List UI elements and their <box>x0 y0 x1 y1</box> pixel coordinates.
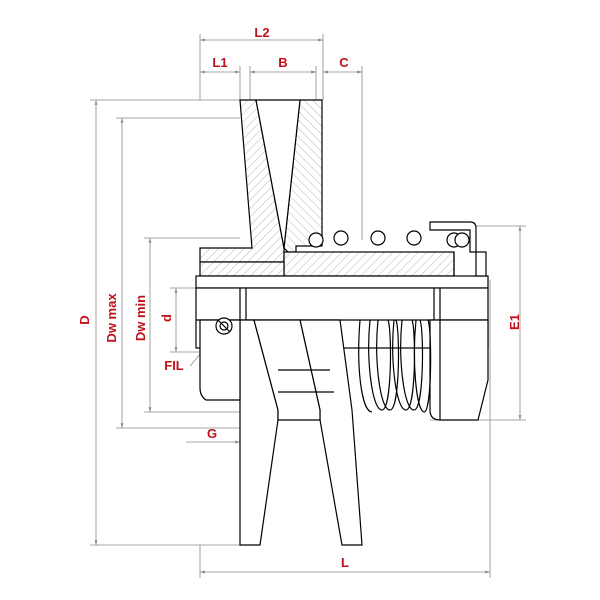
dimension-labels: L2 L1 B C D Dw max Dw min d FIL G E1 L <box>77 25 522 570</box>
pulley-body <box>195 99 489 546</box>
movable-flange-lower <box>299 319 363 546</box>
movable-flange-section <box>283 99 323 253</box>
label-FIL: FIL <box>164 358 184 373</box>
cam-housing-lower <box>429 319 489 421</box>
label-C: C <box>339 55 349 70</box>
label-G: G <box>207 426 217 441</box>
label-B: B <box>278 55 287 70</box>
label-E1: E1 <box>507 314 522 330</box>
shaft-upper-line <box>195 275 489 289</box>
cam-housing-upper <box>429 221 477 253</box>
left-hub-lower <box>199 319 241 401</box>
label-D: D <box>77 315 92 324</box>
label-L2: L2 <box>254 25 269 40</box>
belt-groove <box>255 99 301 249</box>
label-d: d <box>159 314 174 322</box>
fil-screw-icon <box>215 317 233 335</box>
hub-sleeve-section <box>283 251 455 277</box>
label-L1: L1 <box>212 55 227 70</box>
label-Dw-min: Dw min <box>133 295 148 341</box>
spring-coils-bottom <box>358 319 432 413</box>
label-L: L <box>341 555 349 570</box>
spring-section-top <box>308 230 470 248</box>
label-Dw-max: Dw max <box>104 293 119 343</box>
fixed-hub-section <box>199 261 285 277</box>
